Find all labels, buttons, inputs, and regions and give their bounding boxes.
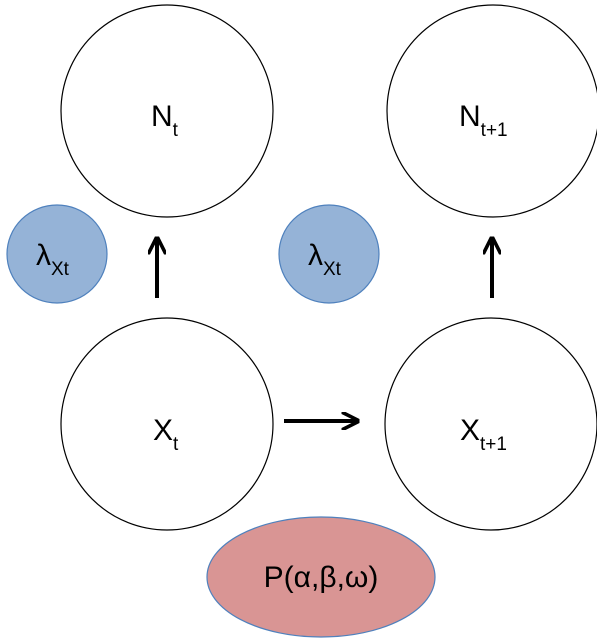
node-n-t1: Nt+1 xyxy=(386,4,597,218)
param-lambda-left-label: λXt xyxy=(36,239,70,280)
node-n-t1-label: Nt+1 xyxy=(459,100,508,141)
param-lambda-right: λXt xyxy=(278,204,380,304)
node-x-t-circle xyxy=(60,317,274,531)
node-x-t1: Xt+1 xyxy=(384,317,597,531)
node-n-t-circle xyxy=(60,4,274,218)
param-lambda-left: λXt xyxy=(6,204,108,304)
node-x-t-label: Xt xyxy=(153,414,179,455)
node-n-t: Nt xyxy=(60,4,274,218)
param-transition: P(α,β,ω) xyxy=(206,516,436,638)
param-transition-ellipse xyxy=(206,516,436,638)
param-lambda-right-label: λXt xyxy=(308,239,342,280)
node-x-t1-circle xyxy=(384,317,597,531)
param-lambda-right-ellipse xyxy=(278,204,380,304)
node-n-t-label: Nt xyxy=(151,100,179,141)
node-x-t: Xt xyxy=(60,317,274,531)
param-transition-label: P(α,β,ω) xyxy=(264,561,379,594)
node-n-t1-circle xyxy=(386,4,597,218)
param-lambda-left-ellipse xyxy=(6,204,108,304)
node-x-t1-label: Xt+1 xyxy=(460,414,507,455)
